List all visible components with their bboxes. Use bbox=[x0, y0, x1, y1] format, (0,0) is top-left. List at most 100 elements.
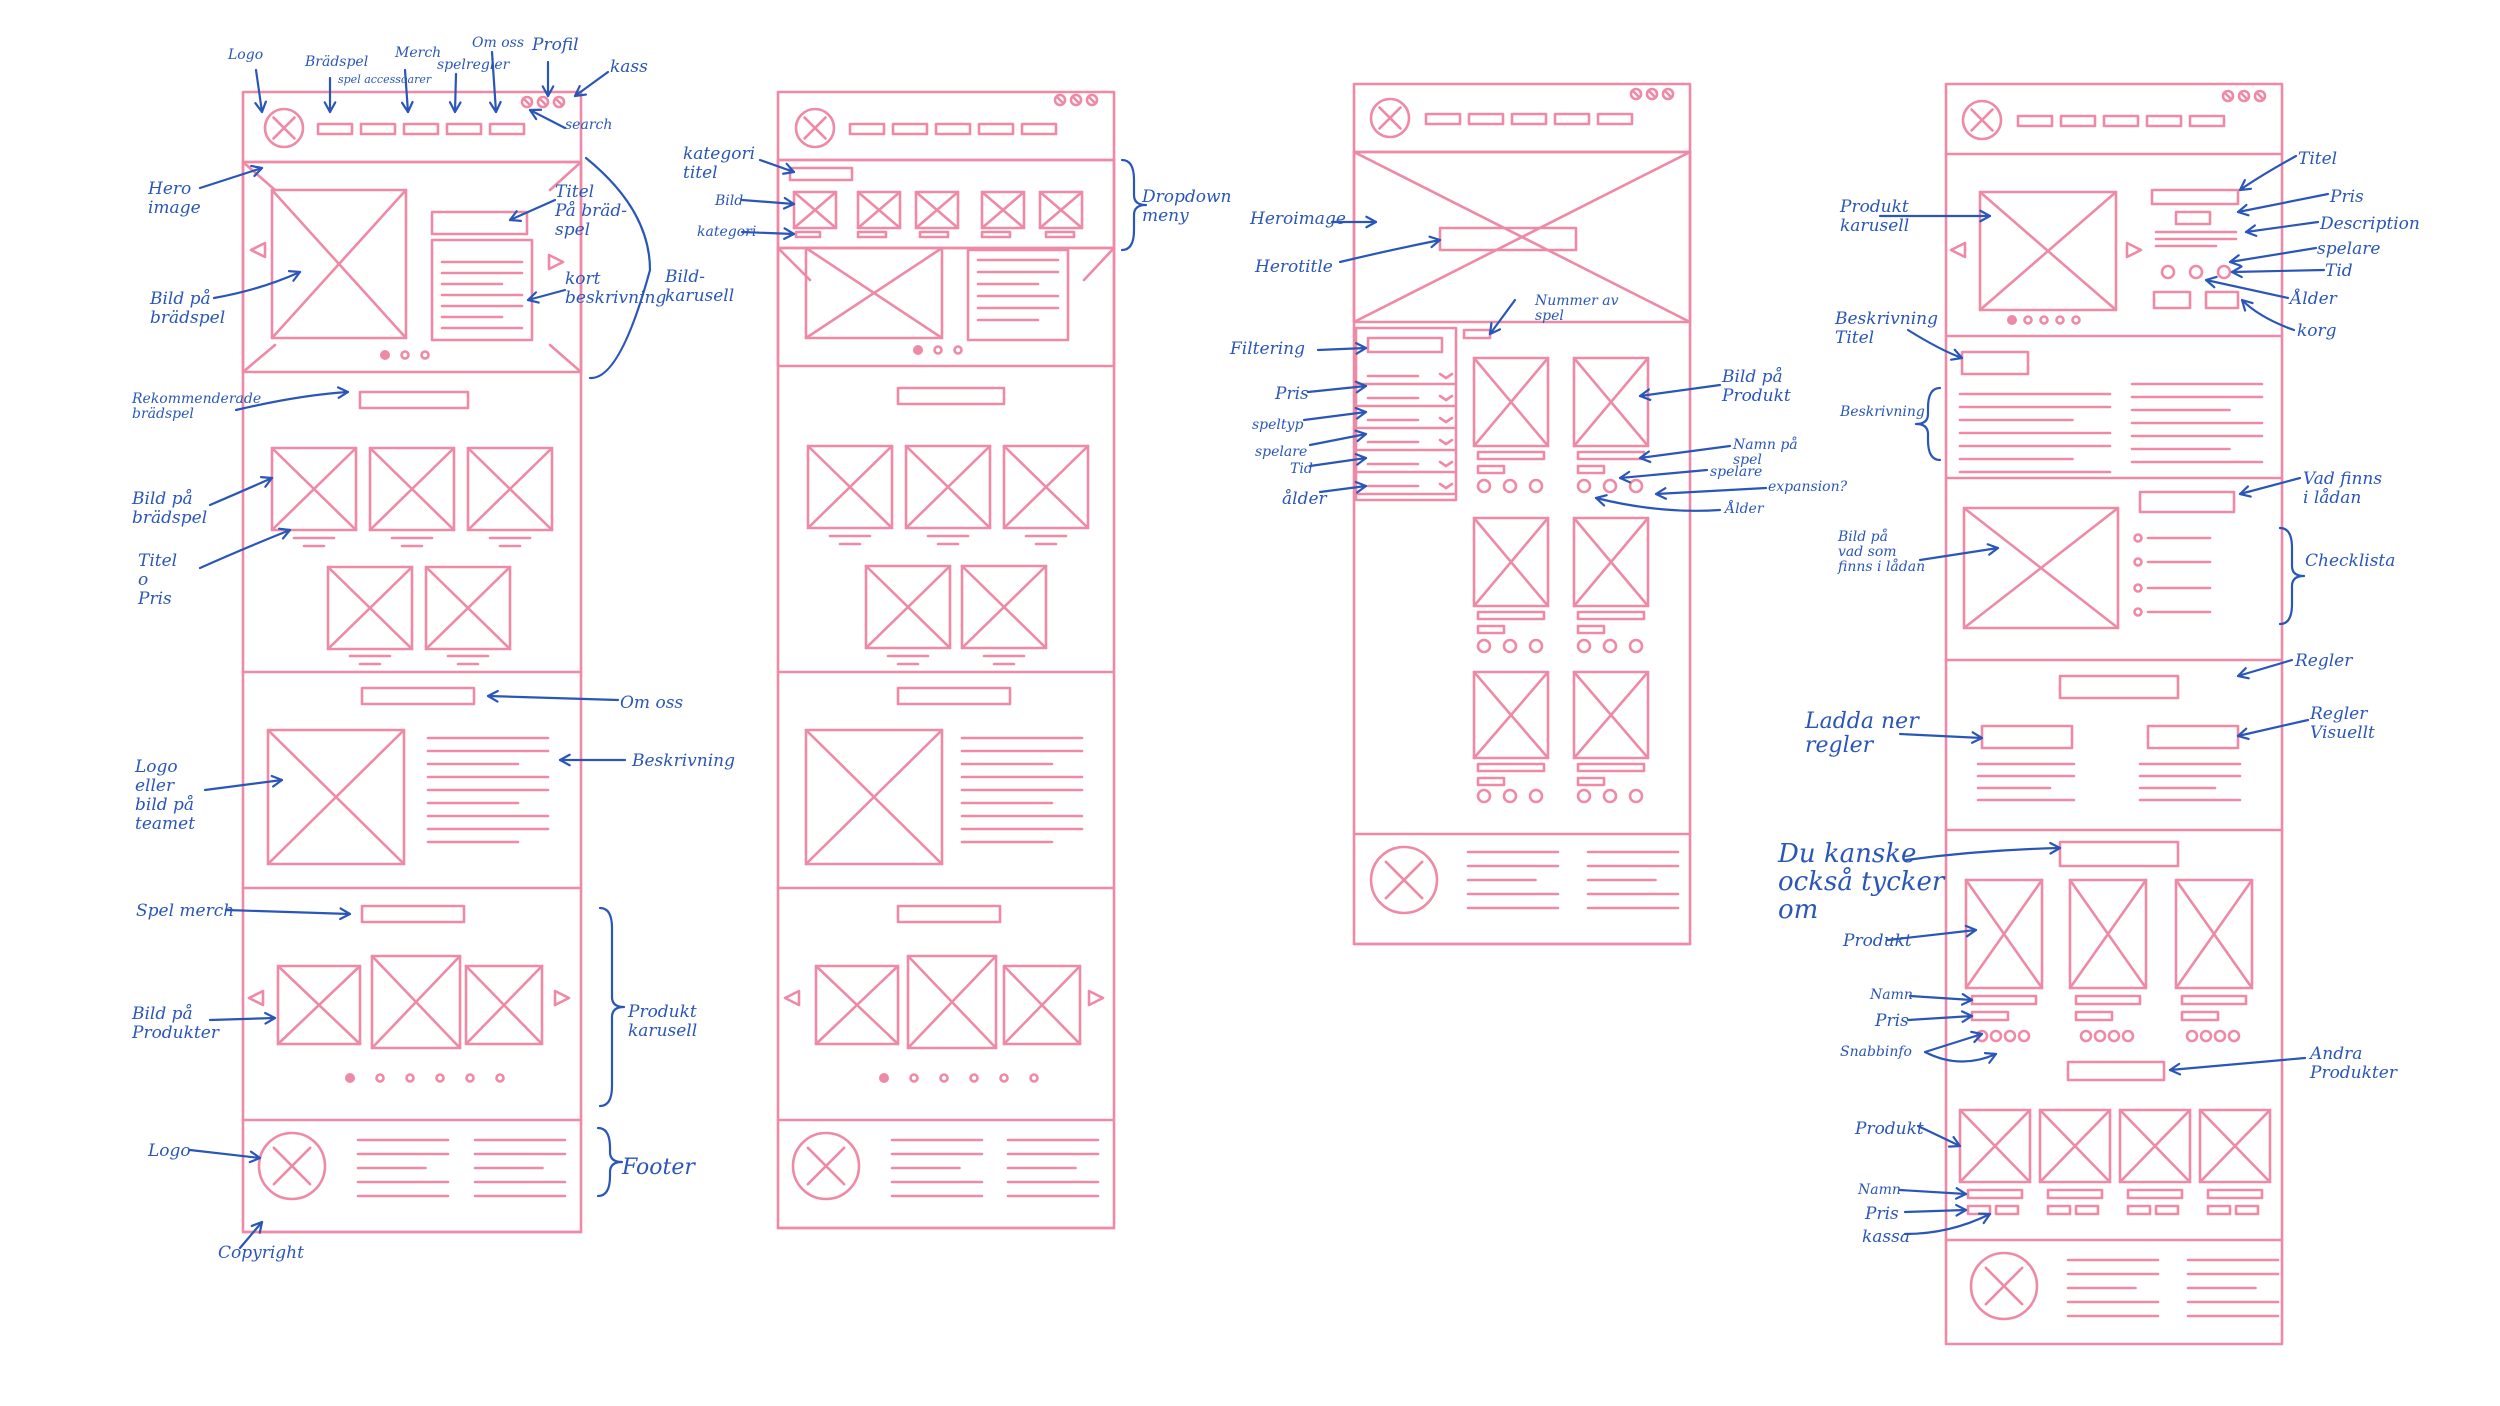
annotation-arrow bbox=[403, 68, 410, 114]
annotation-arrow bbox=[1898, 732, 1984, 740]
image-cross bbox=[1002, 964, 1082, 1046]
page-frame-product bbox=[1944, 82, 2284, 1346]
sketch-line bbox=[1082, 246, 1116, 282]
image-cross bbox=[804, 728, 944, 866]
label-tid-2: Tid bbox=[2325, 261, 2353, 281]
related-product-price bbox=[2074, 1010, 2114, 1022]
annotation-arrow bbox=[528, 108, 567, 130]
nav-icon bbox=[1645, 87, 1659, 101]
product-info-icon bbox=[1502, 788, 1518, 804]
label-footer: Footer bbox=[622, 1155, 695, 1180]
image-cross bbox=[1958, 1108, 2032, 1184]
label-alder: ålder bbox=[1282, 489, 1327, 509]
annotation-arrow bbox=[1618, 468, 1709, 480]
section-title bbox=[896, 386, 1006, 406]
filter-panel bbox=[1354, 326, 1458, 502]
annotation-arrowhead bbox=[1654, 487, 1668, 500]
label-produkt-karusell: Produkt karusell bbox=[628, 1002, 698, 1041]
image-cross bbox=[1038, 190, 1084, 230]
hero-title bbox=[430, 210, 529, 236]
label-beskrivning: Beskrivning bbox=[632, 751, 735, 771]
label-beskrivning-2: Beskrivning bbox=[1840, 404, 1925, 420]
image-cross bbox=[2118, 1108, 2192, 1184]
annotation-arrow bbox=[208, 1016, 277, 1022]
nav-item bbox=[2188, 114, 2226, 128]
carousel-dot bbox=[435, 1073, 445, 1083]
sketch-line bbox=[1444, 372, 1454, 380]
annotation-arrowhead bbox=[254, 100, 267, 114]
snabbinfo-icon bbox=[2107, 1029, 2121, 1043]
product-info-icon bbox=[1528, 638, 1544, 654]
annotation-arrow bbox=[212, 270, 302, 300]
annotation-arrowhead bbox=[323, 101, 337, 114]
image-placeholder bbox=[806, 444, 894, 530]
snabbinfo-icon bbox=[2185, 1029, 2199, 1043]
checklist-bullet bbox=[2133, 557, 2143, 567]
annotation-arrow bbox=[1903, 1212, 1992, 1236]
hero-section-2 bbox=[776, 246, 1116, 368]
annotation-arrow bbox=[1316, 346, 1368, 352]
product-image bbox=[466, 446, 554, 532]
label-bild: Bild bbox=[715, 193, 744, 209]
carousel-arrow bbox=[2125, 241, 2143, 259]
annotation-arrowhead bbox=[2168, 1062, 2182, 1076]
annotation-arrow bbox=[1918, 546, 2000, 562]
label-korg: korg bbox=[2297, 321, 2337, 341]
annotation-arrowhead bbox=[2238, 485, 2252, 498]
annotation-arrowhead bbox=[2236, 203, 2250, 217]
annotation-arrowhead bbox=[2240, 298, 2254, 312]
product-info-icon bbox=[2216, 264, 2232, 280]
image-cross bbox=[270, 188, 408, 340]
label-spelregler: spelregler bbox=[437, 57, 510, 73]
nav-icon-x bbox=[2239, 91, 2249, 101]
team-image bbox=[266, 728, 406, 866]
annotation-arrowhead bbox=[270, 774, 284, 788]
dropdown-menu bbox=[776, 158, 1116, 250]
label-andra-produkter: Andra Produkter bbox=[2310, 1044, 2397, 1083]
product-image bbox=[424, 565, 512, 651]
label-spelare: spelare bbox=[1255, 444, 1308, 460]
whats-in-box-title bbox=[2138, 490, 2236, 514]
other-product-price bbox=[2206, 1204, 2232, 1216]
annotation-arrow bbox=[1916, 1124, 1962, 1148]
annotation-arrow bbox=[1654, 486, 1768, 496]
label-spelare-2: spelare bbox=[2317, 239, 2381, 259]
annotation-brace bbox=[1120, 158, 1148, 252]
annotation-arrowhead bbox=[1488, 321, 1502, 336]
annotation-arrow bbox=[1903, 1208, 1968, 1214]
label-kategori: kategori bbox=[697, 224, 757, 240]
annotation-arrowhead bbox=[250, 164, 264, 178]
product-image bbox=[1572, 670, 1650, 760]
nav-icon bbox=[552, 95, 566, 109]
annotation-arrow bbox=[2236, 658, 2294, 678]
other-product-price bbox=[2126, 1204, 2152, 1216]
annotation-arrow bbox=[234, 390, 350, 412]
sketch-line bbox=[548, 160, 583, 192]
carousel-arrow bbox=[249, 241, 267, 259]
label-search: search bbox=[565, 117, 613, 133]
carousel-dot bbox=[400, 350, 410, 360]
carousel-dot bbox=[345, 1073, 355, 1083]
logo-circle bbox=[1969, 1251, 2039, 1321]
other-product-name bbox=[2206, 1188, 2264, 1200]
filter-title bbox=[1366, 336, 1444, 354]
annotation-arrowhead bbox=[1354, 406, 1368, 420]
annotation-arrow bbox=[1923, 1050, 1998, 1063]
nav-item bbox=[1596, 112, 1634, 126]
product-info-icon bbox=[1476, 788, 1492, 804]
related-product-price bbox=[2180, 1010, 2220, 1022]
annotation-arrow bbox=[1906, 328, 1964, 360]
checklist-bullet bbox=[2133, 583, 2143, 593]
label-namn-pa-spel: Namn på spel bbox=[1733, 437, 1798, 468]
hero-image-2 bbox=[804, 246, 944, 340]
annotation-arrowhead bbox=[1354, 429, 1368, 443]
label-description: Description bbox=[2320, 214, 2420, 234]
label-produkt-2: Produkt bbox=[1855, 1119, 1924, 1139]
label-kassa: kassa bbox=[1862, 1227, 1911, 1247]
image-placeholder bbox=[904, 444, 992, 530]
label-snabbinfo: Snabbinfo bbox=[1840, 1044, 1912, 1060]
label-titel-o-pris: Titel o Pris bbox=[138, 551, 178, 609]
nav-icon bbox=[2253, 89, 2267, 103]
annotation-arrow bbox=[198, 166, 264, 190]
